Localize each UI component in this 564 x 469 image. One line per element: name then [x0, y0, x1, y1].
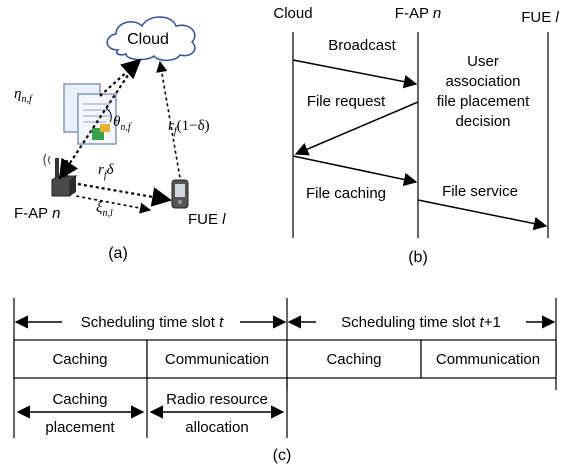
cloud-label: Cloud	[127, 31, 169, 48]
theta-label: θn,f	[113, 114, 132, 133]
file-document-icon	[63, 83, 117, 145]
radio-resource-line1: Radio resource	[166, 391, 268, 408]
communication-box-1	[146, 339, 288, 379]
caching-box-2	[286, 339, 422, 379]
svg-text:file placement: file placement	[437, 93, 530, 110]
xi-label: ξn,l	[96, 200, 113, 219]
cloud-icon	[106, 16, 196, 62]
broadcast-label: Broadcast	[328, 37, 396, 54]
caching-placement-line1: Caching	[52, 391, 107, 408]
svg-text:association: association	[445, 73, 520, 90]
eta-label: ηn,f	[14, 86, 33, 105]
panel-b: Cloud F-AP n FUE l Broadcast File reques…	[273, 5, 559, 266]
caption-b: (b)	[408, 249, 428, 266]
column-label-cloud: Cloud	[273, 5, 312, 22]
panel-c: Scheduling time slot t Scheduling time s…	[13, 298, 557, 464]
r-delta-label: rfδ	[98, 162, 115, 181]
arrow-fap-to-fue	[77, 182, 172, 207]
file-service-arrow	[417, 199, 548, 231]
file-request-arrow	[294, 101, 419, 156]
radio-resource-line2: allocation	[185, 419, 248, 436]
panel-a: Cloud	[14, 16, 226, 262]
r-one-minus-delta-label: rf(1−δ)	[168, 118, 210, 137]
slot-t1-label: Scheduling time slot t+1	[341, 314, 501, 331]
fue-label: FUE l	[188, 211, 226, 228]
communication-box-2	[420, 339, 557, 379]
svg-text:decision: decision	[455, 113, 510, 130]
communication-label-2: Communication	[436, 351, 540, 368]
column-label-fue: FUE l	[521, 9, 559, 26]
fap-label: F-AP n	[14, 205, 60, 222]
caching-label-1: Caching	[52, 351, 107, 368]
slot-t-label: Scheduling time slot t	[81, 314, 224, 331]
svg-text:User: User	[467, 53, 499, 70]
file-service-label: File service	[442, 183, 518, 200]
file-caching-label: File caching	[306, 185, 386, 202]
phone-icon	[171, 179, 189, 209]
arrow-fue-to-fap	[75, 195, 152, 214]
caching-placement-line2: placement	[45, 419, 115, 436]
theta-arc	[105, 107, 112, 123]
broadcast-arrow	[292, 59, 418, 89]
caption-a: (a)	[108, 245, 128, 262]
column-label-fap: F-AP n	[395, 5, 441, 22]
caption-c: (c)	[273, 447, 292, 464]
file-caching-arrow	[292, 155, 418, 187]
arrow-cloud-to-fue	[156, 60, 181, 179]
caching-label-2: Caching	[326, 351, 381, 368]
communication-label-1: Communication	[165, 351, 269, 368]
file-request-label: File request	[307, 93, 386, 110]
decision-label: User association file placement decision	[437, 53, 530, 130]
